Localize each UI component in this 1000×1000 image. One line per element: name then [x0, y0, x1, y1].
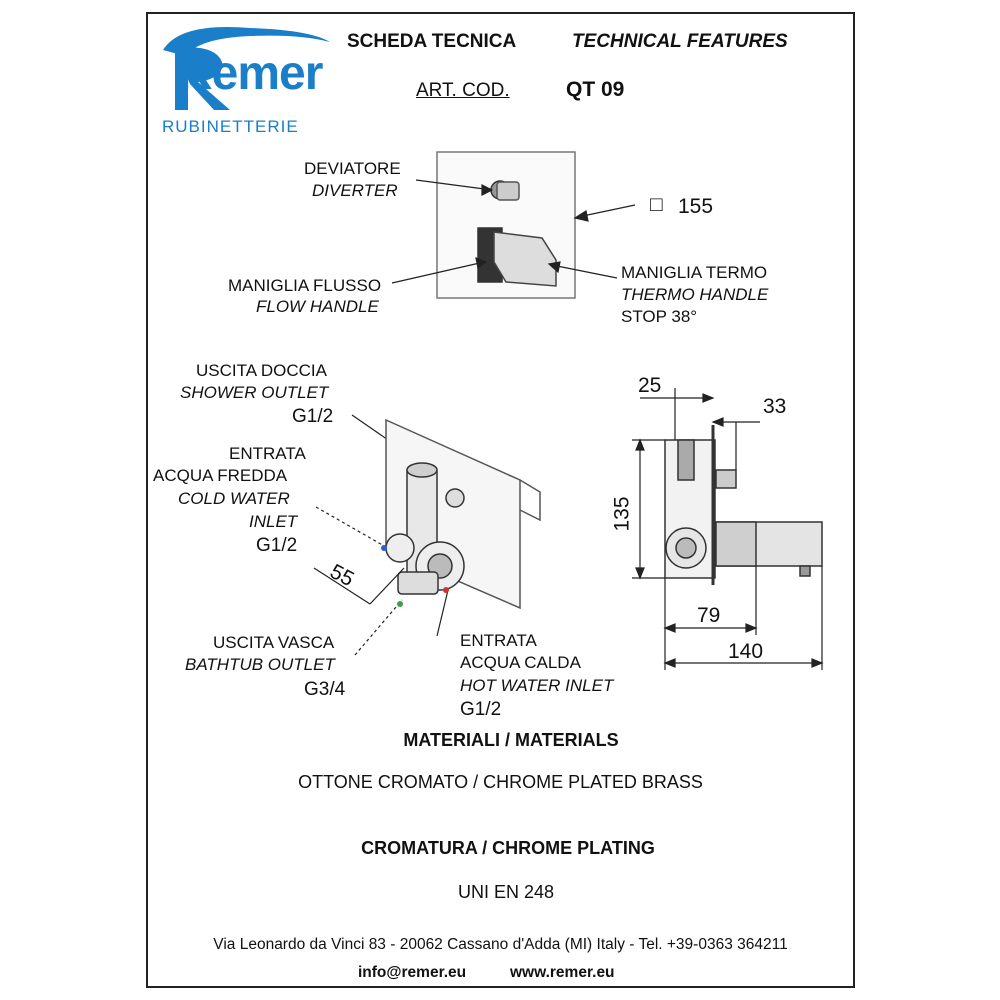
dim-140-label: 140: [728, 640, 764, 663]
hot-inlet-size: G1/2: [460, 699, 502, 720]
document-frame: [146, 12, 855, 988]
dim-33-label: 33: [763, 395, 787, 418]
cold-inlet-label-it-1: ENTRATA: [229, 444, 306, 463]
front-view-drawing: [436, 151, 576, 299]
plating-value: UNI EN 248: [457, 882, 555, 902]
hot-inlet-label-it-1: ENTRATA: [460, 631, 537, 650]
brand-name: Remer: [178, 47, 323, 100]
cold-inlet-label-en-1: COLD WATER: [178, 489, 290, 508]
footer-email[interactable]: info@remer.eu: [358, 964, 467, 981]
dim-25-label: 25: [638, 374, 662, 397]
footer-website[interactable]: www.remer.eu: [510, 964, 615, 981]
side-view-dimension-lines: [632, 388, 824, 670]
bathtub-outlet-label-en: BATHTUB OUTLET: [185, 655, 335, 674]
size-symbol: □: [650, 193, 663, 216]
thermo-stop-label: STOP 38°: [621, 307, 698, 326]
dim-135-label: 135: [610, 496, 634, 532]
plating-heading: CROMATURA / CHROME PLATING: [361, 838, 655, 858]
brand-tagline: RUBINETTERIE: [162, 117, 299, 136]
remer-logo-graphic: [163, 26, 330, 110]
title-english: TECHNICAL FEATURES: [572, 31, 788, 52]
footer-address: Via Leonardo da Vinci 83 - 20062 Cassano…: [213, 936, 788, 953]
side-view-drawing: [664, 425, 823, 585]
inlet-markers: [381, 545, 449, 607]
shower-outlet-size: G1/2: [292, 406, 334, 427]
shower-outlet-label-it: USCITA DOCCIA: [196, 361, 327, 380]
thermo-handle-label-it: MANIGLIA TERMO: [621, 263, 768, 282]
shower-outlet-label-en: SHOWER OUTLET: [180, 383, 329, 402]
diverter-label-it: DEVIATORE: [304, 159, 401, 178]
title-italian: SCHEDA TECNICA: [347, 31, 517, 52]
thermo-handle-label-en: THERMO HANDLE: [621, 285, 769, 304]
hot-inlet-label-en: HOT WATER INLET: [460, 676, 614, 695]
article-code: QT 09: [566, 78, 625, 101]
dim-79-label: 79: [697, 604, 721, 627]
dim-55-line: [313, 567, 405, 605]
size-value: 155: [678, 195, 714, 218]
materials-value: OTTONE CROMATO / CHROME PLATED BRASS: [298, 772, 703, 792]
materials-heading: MATERIALI / MATERIALS: [403, 730, 619, 750]
diverter-label-en: DIVERTER: [312, 181, 398, 200]
hot-inlet-label-it-2: ACQUA CALDA: [460, 653, 581, 672]
isometric-view-drawing: [385, 418, 541, 610]
flow-handle-label-en: FLOW HANDLE: [256, 297, 379, 316]
bathtub-outlet-size: G3/4: [304, 679, 346, 700]
flow-handle-label-it: MANIGLIA FLUSSO: [228, 276, 382, 295]
bathtub-outlet-label-it: USCITA VASCA: [213, 633, 335, 652]
cold-inlet-label-en-2: INLET: [249, 512, 298, 531]
cold-inlet-label-it-2: ACQUA FREDDA: [153, 466, 288, 485]
cold-inlet-size: G1/2: [256, 535, 298, 556]
article-code-label: ART. COD.: [416, 80, 510, 101]
